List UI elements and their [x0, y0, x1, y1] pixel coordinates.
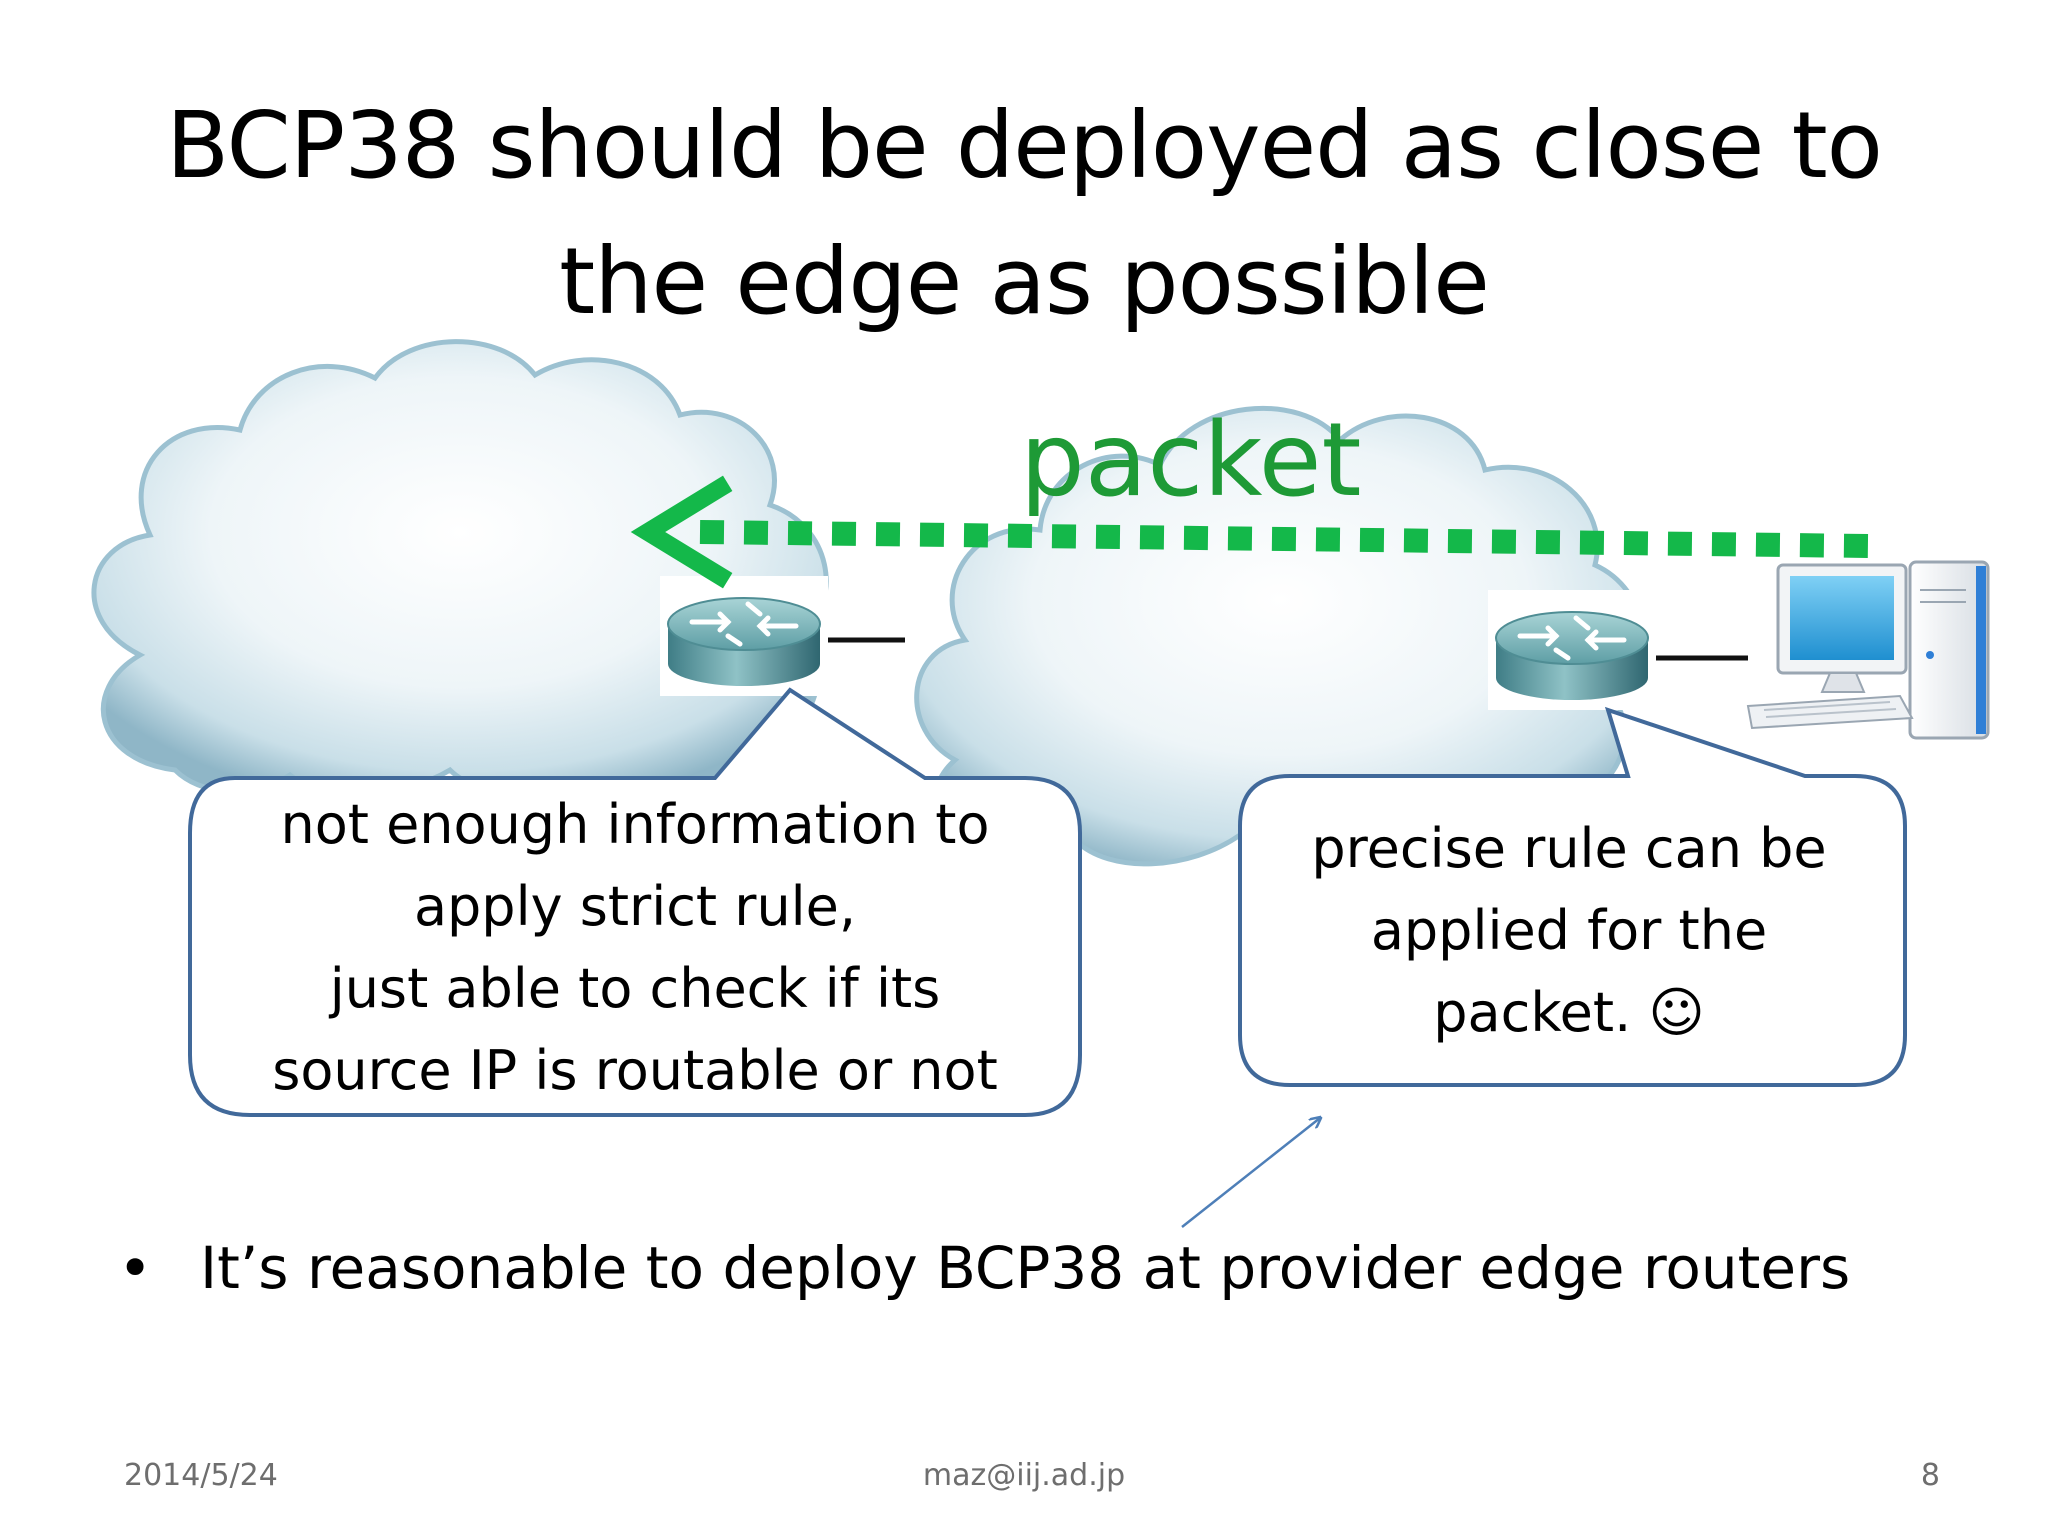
callout-right-text: precise rule can be applied for the pack…	[1234, 808, 1904, 1054]
footer-page-number: 8	[1920, 1458, 1940, 1493]
callout-line: precise rule can be	[1311, 817, 1827, 880]
footer-email: maz@iij.ad.jp	[922, 1458, 1126, 1493]
computer-icon	[1746, 560, 1990, 740]
bullet-text: It’s reasonable to deploy BCP38 at provi…	[200, 1234, 1851, 1302]
bullet-item: • It’s reasonable to deploy BCP38 at prov…	[118, 1228, 1850, 1308]
callout-line: packet. ☺	[1433, 981, 1705, 1044]
callout-line: apply strict rule,	[413, 875, 857, 938]
callout-line: source IP is routable or not	[272, 1039, 998, 1102]
bullet-icon: •	[118, 1234, 153, 1302]
slide-title: BCP38 should be deployed as close to the…	[0, 78, 2048, 350]
footer-date: 2014/5/24	[124, 1458, 278, 1493]
slide-title-line: the edge as possible	[559, 228, 1490, 335]
callout-right	[1238, 706, 1907, 1087]
callout-line: just able to check if its	[329, 957, 941, 1020]
router-icon	[1488, 590, 1656, 710]
callout-left-text: not enough information to apply strict r…	[190, 784, 1080, 1112]
callout-left	[188, 687, 1082, 1117]
packet-arrow	[630, 475, 1871, 589]
packet-label: packet	[1020, 401, 1362, 520]
callout-line: not enough information to	[280, 793, 990, 856]
slide-title-line: BCP38 should be deployed as close to	[166, 92, 1883, 199]
callout-line: applied for the	[1370, 899, 1768, 962]
router-icon	[660, 576, 828, 696]
pointer-arrow	[1181, 1118, 1320, 1228]
